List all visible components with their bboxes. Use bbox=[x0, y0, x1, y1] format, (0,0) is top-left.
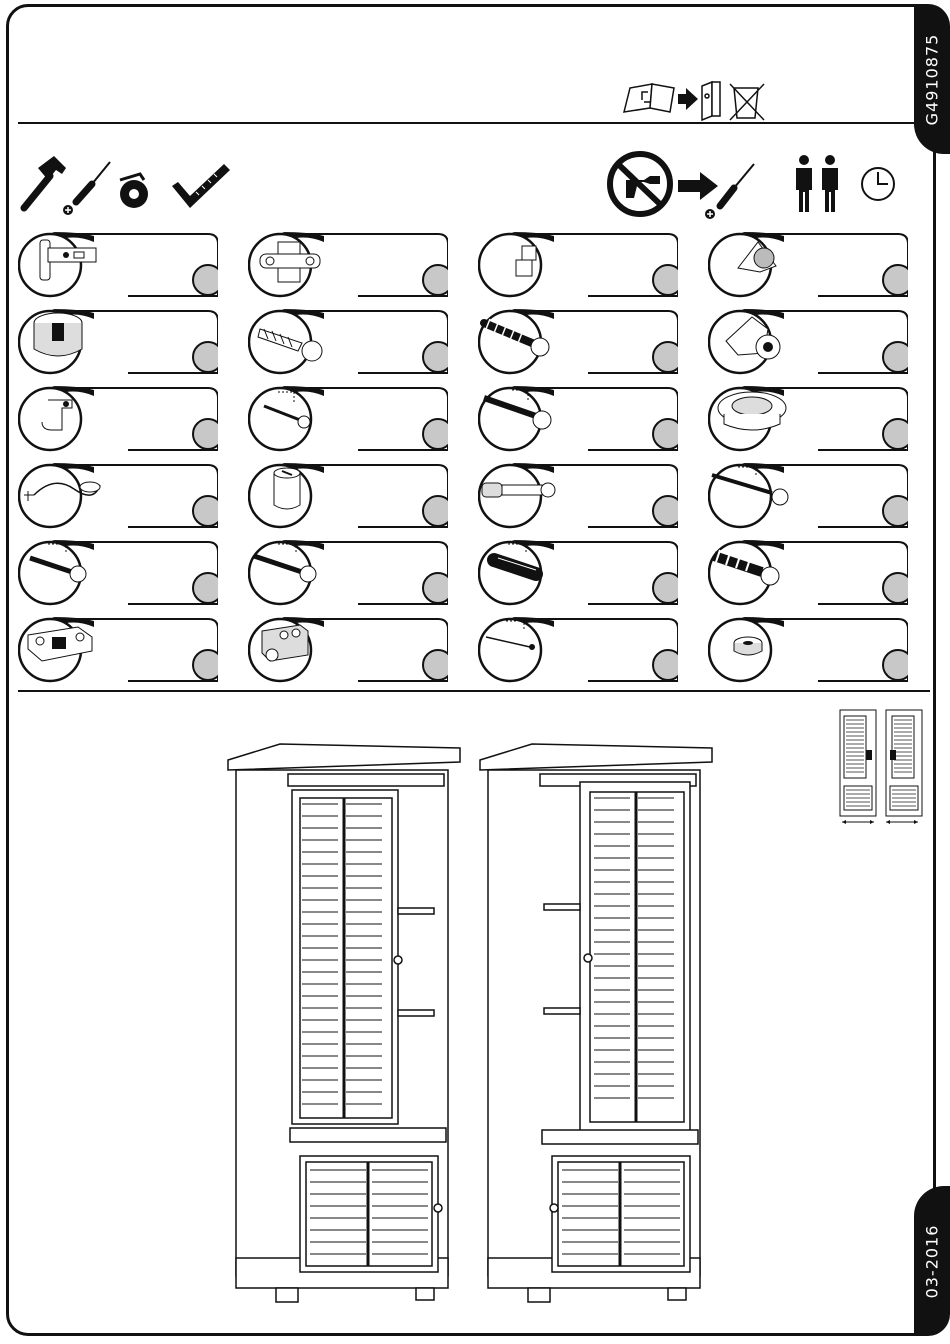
cam-lock-icon bbox=[18, 309, 108, 365]
two-persons-icon bbox=[796, 155, 838, 212]
clock-icon bbox=[862, 168, 894, 200]
nail-icon bbox=[478, 617, 568, 673]
arrow-right-icon bbox=[678, 172, 718, 200]
no-bin-icon bbox=[730, 84, 764, 120]
hardware-card-cam-lock-housing bbox=[708, 309, 908, 375]
connecting-bolt-icon bbox=[248, 309, 338, 365]
long-wood-screw-icon bbox=[478, 386, 568, 442]
rubber-washer-icon bbox=[708, 617, 798, 673]
header-divider bbox=[18, 122, 916, 124]
hardware-card-connecting-bolt bbox=[248, 309, 448, 375]
phillips-screwdriver-icon bbox=[63, 162, 110, 215]
hardware-card-wood-screw bbox=[248, 540, 448, 606]
keep-manual-icons bbox=[620, 76, 770, 122]
cam-fitting-icon bbox=[248, 463, 338, 519]
date-tab: 03-2016 bbox=[914, 1186, 950, 1336]
hardware-card-shelf-support-peg bbox=[478, 232, 678, 298]
medium-wood-screw-icon bbox=[18, 540, 108, 596]
hardware-card-cabinet-knob bbox=[708, 232, 908, 298]
hardware-card-hinge-mounting-plate bbox=[248, 232, 448, 298]
hardware-card-round-lamp bbox=[708, 386, 908, 452]
round-lamp-icon bbox=[708, 386, 798, 442]
wood-screw-icon bbox=[248, 540, 338, 596]
cabinet-knob-icon bbox=[708, 232, 798, 288]
long-countersunk-screw-icon bbox=[708, 463, 798, 519]
hardware-card-cam-fitting bbox=[248, 463, 448, 529]
shelf-support-peg-icon bbox=[478, 232, 568, 288]
hardware-card-long-wood-screw bbox=[478, 386, 678, 452]
cabinet-variants-thumbnail bbox=[836, 706, 930, 826]
arrow-right-icon bbox=[678, 88, 698, 110]
hardware-card-shelf-bracket bbox=[18, 386, 218, 452]
mounting-block-icon bbox=[18, 617, 108, 673]
cabinet-illustration bbox=[220, 738, 720, 1318]
wall-plug-screw-icon bbox=[708, 540, 798, 596]
no-power-drill-icon bbox=[610, 154, 670, 214]
document-code: G4910875 bbox=[923, 33, 942, 125]
cam-lock-housing-icon bbox=[708, 309, 798, 365]
hardware-card-long-countersunk-screw bbox=[708, 463, 908, 529]
read-manual-icon bbox=[624, 84, 674, 112]
hardware-card-wall-plug-screw bbox=[708, 540, 908, 606]
hardware-card-threaded-bolt-dowel bbox=[478, 463, 678, 529]
hardware-card-wooden-dowel bbox=[478, 540, 678, 606]
phillips-screwdriver-icon bbox=[705, 164, 754, 219]
short-wood-screw-icon bbox=[248, 386, 338, 442]
hardware-card-plastic-corner-connector bbox=[248, 617, 448, 683]
binder-icon bbox=[702, 82, 720, 120]
document-code-tab: G4910875 bbox=[914, 4, 950, 154]
led-cable-transformer-icon bbox=[18, 463, 108, 519]
tools-row bbox=[20, 152, 232, 216]
hardware-card-nail bbox=[478, 617, 678, 683]
hardware-card-led-cable-transformer bbox=[18, 463, 218, 529]
grid-divider bbox=[18, 690, 930, 692]
square-ruler-icon bbox=[172, 164, 230, 208]
hammer-icon bbox=[24, 156, 66, 208]
hardware-card-mounting-block bbox=[18, 617, 218, 683]
shelf-bracket-icon bbox=[18, 386, 108, 442]
hardware-card-rubber-washer bbox=[708, 617, 908, 683]
plastic-corner-connector-icon bbox=[248, 617, 338, 673]
hardware-card-medium-wood-screw bbox=[18, 540, 218, 606]
tape-measure-icon bbox=[120, 174, 148, 208]
hardware-card-cam-lock bbox=[18, 309, 218, 375]
document-date: 03-2016 bbox=[923, 1224, 942, 1298]
requirements-row bbox=[606, 150, 900, 220]
hinge-mounting-plate-icon bbox=[248, 232, 338, 288]
hardware-card-plastic-dowel-screw bbox=[478, 309, 678, 375]
hardware-card-concealed-hinge bbox=[18, 232, 218, 298]
concealed-hinge-icon bbox=[18, 232, 108, 288]
plastic-dowel-screw-icon bbox=[478, 309, 568, 365]
threaded-bolt-dowel-icon bbox=[478, 463, 568, 519]
hardware-card-short-wood-screw bbox=[248, 386, 448, 452]
wooden-dowel-icon bbox=[478, 540, 568, 596]
